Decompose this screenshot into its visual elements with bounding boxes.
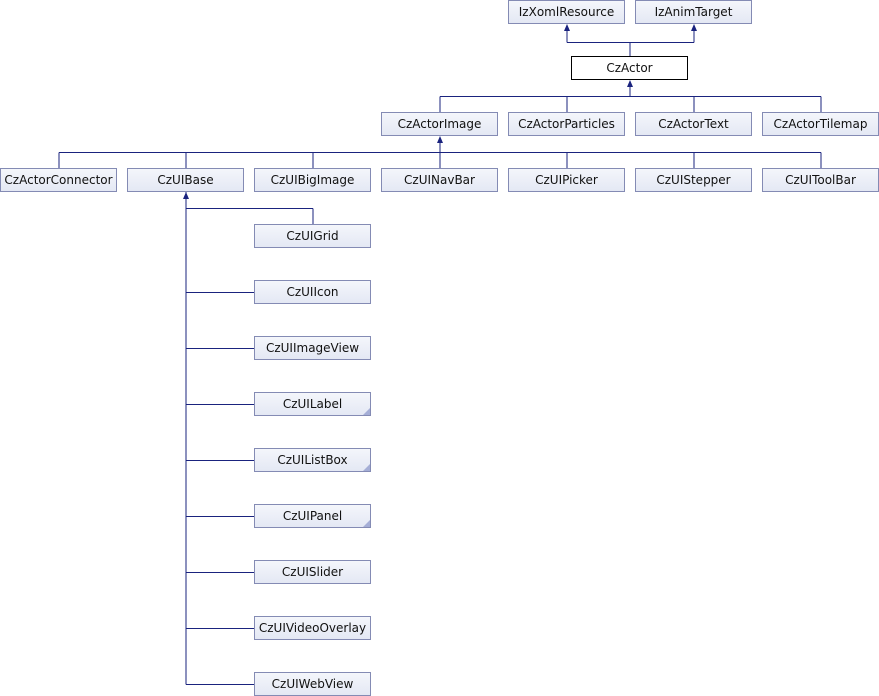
node-label: CzActor [606,61,653,75]
node-label: CzUIImageView [265,341,360,355]
node-label: CzUIVideoOverlay [258,621,367,635]
inheritance-arrowhead [627,80,633,87]
node-czuipanel[interactable]: CzUIPanel [254,504,371,528]
node-czuibigimage[interactable]: CzUIBigImage [254,168,371,192]
node-label: CzUIPicker [535,173,598,187]
node-label: CzUIIcon [286,285,339,299]
node-label: CzUIListBox [277,453,348,467]
node-izanimtarget[interactable]: IzAnimTarget [635,0,752,24]
node-czuivideooverlay[interactable]: CzUIVideoOverlay [254,616,371,640]
node-label: CzUIGrid [286,229,339,243]
node-czuiwebview[interactable]: CzUIWebView [254,672,371,696]
node-label: CzUIWebView [271,677,354,691]
node-label: CzActorTilemap [773,117,868,131]
node-label: IzXomlResource [518,5,615,19]
node-label: CzUIStepper [656,173,731,187]
node-czuilabel[interactable]: CzUILabel [254,392,371,416]
node-czuislider[interactable]: CzUISlider [254,560,371,584]
more-subclasses-indicator [363,464,370,471]
node-label: CzActorConnector [4,173,113,187]
node-czuinavbar[interactable]: CzUINavBar [381,168,498,192]
more-subclasses-indicator [363,408,370,415]
node-label: CzUINavBar [404,173,475,187]
node-czuiicon[interactable]: CzUIIcon [254,280,371,304]
node-czuiimageview[interactable]: CzUIImageView [254,336,371,360]
node-label: CzUIPanel [282,509,343,523]
node-label: IzAnimTarget [654,5,733,19]
node-czuitoolbar[interactable]: CzUIToolBar [762,168,879,192]
node-czactorconnector[interactable]: CzActorConnector [0,168,117,192]
node-label: CzActorImage [397,117,482,131]
node-czactortilemap[interactable]: CzActorTilemap [762,112,879,136]
node-label: CzUIBigImage [270,173,355,187]
node-label: CzUIToolBar [785,173,856,187]
inheritance-arrowhead [564,24,570,31]
node-czuistepper[interactable]: CzUIStepper [635,168,752,192]
node-label: CzUISlider [281,565,344,579]
node-czactortext[interactable]: CzActorText [635,112,752,136]
node-czuigrid[interactable]: CzUIGrid [254,224,371,248]
more-subclasses-indicator [363,520,370,527]
node-czactorimage[interactable]: CzActorImage [381,112,498,136]
node-czuilistbox[interactable]: CzUIListBox [254,448,371,472]
node-label: CzActorParticles [518,117,615,131]
node-label: CzUILabel [282,397,343,411]
node-izxomlresource[interactable]: IzXomlResource [508,0,625,24]
inheritance-arrowhead [691,24,697,31]
node-label: CzActorText [658,117,729,131]
inheritance-arrowhead [437,136,443,143]
node-czactor: CzActor [571,56,688,80]
node-czactorparticles[interactable]: CzActorParticles [508,112,625,136]
node-czuipicker[interactable]: CzUIPicker [508,168,625,192]
node-czuibase[interactable]: CzUIBase [127,168,244,192]
node-label: CzUIBase [157,173,214,187]
